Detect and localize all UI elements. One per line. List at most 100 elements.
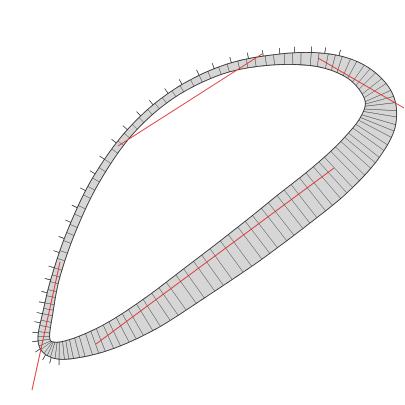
ribbon-rib xyxy=(42,313,53,316)
ribbon-rib xyxy=(325,53,329,69)
ribbon-rib xyxy=(85,333,93,355)
tangent-line xyxy=(117,53,263,147)
normal-tick xyxy=(247,52,249,59)
ribbon-rib xyxy=(347,61,358,79)
normal-tick xyxy=(71,204,78,208)
ribbon-rib xyxy=(361,114,396,125)
normal-tick xyxy=(48,265,55,269)
ribbon-rib xyxy=(104,159,111,164)
ribbon-rib xyxy=(335,146,365,176)
ribbon-rib xyxy=(228,234,252,267)
ribbon-rib xyxy=(50,281,59,284)
normal-tick xyxy=(164,88,169,94)
ribbon-rib xyxy=(318,161,348,194)
ribbon-rib xyxy=(355,124,388,146)
ribbon-rib xyxy=(365,90,391,102)
ribbon-rib xyxy=(46,295,56,298)
ribbon-rib xyxy=(363,83,387,98)
normal-tick xyxy=(41,291,48,293)
ribbon-rib xyxy=(40,319,52,323)
ribbon-rib xyxy=(39,325,51,328)
ribbon-rib xyxy=(50,342,56,358)
normal-tick xyxy=(211,62,215,69)
ribbon-rib xyxy=(343,58,351,76)
ribbon-rib xyxy=(40,341,52,350)
ribbon-rib xyxy=(166,282,187,311)
ribbon-rib xyxy=(59,250,68,254)
ribbon-rib xyxy=(362,78,382,95)
ribbon-rib xyxy=(175,274,197,304)
ribbon-rib xyxy=(363,111,397,118)
normal-tick xyxy=(262,50,264,57)
ribbon-rib xyxy=(43,308,54,311)
ribbon-rib xyxy=(220,240,244,273)
ribbon-rib xyxy=(158,287,179,316)
ribbon-rib xyxy=(117,140,124,146)
ribbon-rib xyxy=(74,337,80,358)
ribbon-rib xyxy=(365,102,396,107)
normal-tick xyxy=(53,250,60,253)
ribbon-rib xyxy=(218,66,222,75)
ribbon-rib xyxy=(268,202,295,236)
ribbon-rib xyxy=(65,340,70,360)
normal-tick xyxy=(42,354,46,360)
ribbon-rib xyxy=(344,137,376,163)
normal-tick xyxy=(338,49,341,56)
ribbon-rib xyxy=(87,186,95,191)
ribbon-rib xyxy=(276,195,304,229)
ribbon-rib xyxy=(98,167,106,172)
normal-tick xyxy=(35,348,41,353)
normal-tick xyxy=(99,155,105,160)
ribbon-rib xyxy=(237,226,263,260)
ribbon-rib xyxy=(38,340,51,347)
normal-tick xyxy=(38,301,45,304)
normal-tick xyxy=(178,79,183,85)
ribbon-rib xyxy=(132,124,138,130)
ribbon-rib xyxy=(193,261,215,292)
normal-tick xyxy=(32,340,39,343)
ribbon-rib xyxy=(330,151,360,181)
ribbon-rib xyxy=(310,52,312,66)
ribbon-rib xyxy=(252,215,278,248)
ribbon-rib xyxy=(47,289,57,292)
ribbon-rib xyxy=(364,108,397,111)
ribbon-rib xyxy=(162,97,167,104)
ribbon-rib xyxy=(283,189,311,224)
tangent-line xyxy=(31,261,61,391)
tangent-lines xyxy=(31,53,405,391)
ribbon-rib xyxy=(317,52,320,67)
normal-tick xyxy=(136,111,141,117)
ribbon-rib xyxy=(261,208,287,241)
ribbon-rib xyxy=(90,331,100,354)
tangent-line xyxy=(95,167,335,345)
ribbon-rib xyxy=(358,72,376,90)
normal-tick xyxy=(58,236,65,239)
normal-tick xyxy=(44,278,51,281)
normal-tick xyxy=(324,47,326,54)
ribbon-rib xyxy=(198,75,203,83)
ribbon-rib xyxy=(128,309,144,336)
ribbon-outer-edge xyxy=(37,52,398,360)
ribbon-rib xyxy=(122,313,137,340)
ribbon-rib xyxy=(57,258,65,262)
ribbon-rib xyxy=(115,317,130,343)
ribbon-inner-edge xyxy=(49,64,366,343)
ribbon-rib xyxy=(123,133,130,139)
ribbon-rib xyxy=(355,68,371,86)
ribbon-rib xyxy=(358,119,392,138)
ribbon-rib xyxy=(46,341,54,356)
ribbon-rib xyxy=(142,299,161,327)
ribbon-rib xyxy=(62,341,65,360)
ribbon-rib xyxy=(183,268,205,299)
ribbon-rib xyxy=(340,141,372,169)
ribbon-rib xyxy=(92,177,100,183)
ribbon-rib xyxy=(348,132,380,158)
ribbon-rib xyxy=(283,53,285,65)
ribbon-rib xyxy=(108,321,121,346)
ribbon-rib xyxy=(111,148,118,154)
ribbon-rib xyxy=(38,338,50,342)
normal-tick xyxy=(34,321,41,324)
tangent-line xyxy=(317,57,405,109)
ribbon-rib xyxy=(290,184,318,218)
ribbon-rib xyxy=(265,55,267,66)
